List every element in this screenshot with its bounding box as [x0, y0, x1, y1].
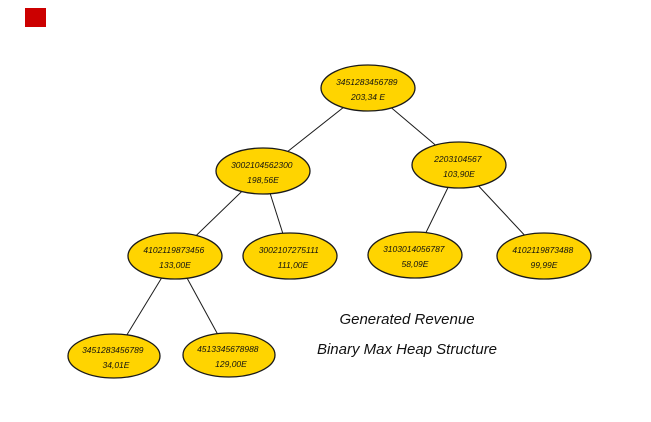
- node-value: 99,99E: [531, 260, 558, 270]
- node-id: 3002107275111: [259, 245, 319, 255]
- heap-node-right-right: 4102119873488 99,99E: [496, 232, 592, 280]
- node-id: 2203104567: [433, 154, 482, 164]
- node-ellipse: [411, 141, 507, 189]
- node-id: 3451283456789: [82, 345, 144, 355]
- node-label: 2203104567 103,90E: [433, 154, 484, 179]
- node-id: 3103014056787: [383, 244, 445, 254]
- node-id: 4102119873456: [143, 245, 204, 255]
- node-label: 4102119873456 133,00E: [143, 245, 206, 270]
- caption-generated-revenue: Generated Revenue: [339, 311, 474, 328]
- node-ellipse: [367, 231, 463, 279]
- node-ellipse: [242, 232, 338, 280]
- node-value: 111,00E: [278, 260, 309, 270]
- node-label: 3451283456789 203,34 E: [336, 77, 400, 102]
- node-ellipse: [496, 232, 592, 280]
- node-label: 3103014056787 58,09E: [383, 244, 447, 269]
- node-id: 4513345678988: [197, 344, 259, 354]
- heap-node-right-left: 3103014056787 58,09E: [367, 231, 463, 279]
- node-label: 3451283456789 34,01E: [82, 345, 146, 370]
- node-value: 129,00E: [215, 359, 247, 369]
- node-label: 4102119873488 99,99E: [512, 245, 575, 270]
- node-label: 3002104562300 198,56E: [231, 160, 295, 185]
- heap-node-root: 3451283456789 203,34 E: [320, 64, 416, 112]
- heap-node-left-left-left: 3451283456789 34,01E: [67, 333, 161, 379]
- node-value: 58,09E: [402, 259, 429, 269]
- node-ellipse: [320, 64, 416, 112]
- node-value: 34,01E: [103, 360, 130, 370]
- node-ellipse: [215, 147, 311, 195]
- heap-node-left-right: 3002107275111 111,00E: [242, 232, 338, 280]
- edges: [113, 87, 545, 357]
- node-id: 3451283456789: [336, 77, 398, 87]
- heap-node-left: 3002104562300 198,56E: [215, 147, 311, 195]
- node-ellipse: [182, 332, 276, 378]
- node-label: 3002107275111 111,00E: [259, 245, 322, 270]
- red-marker: [25, 8, 46, 27]
- heap-node-right: 2203104567 103,90E: [411, 141, 507, 189]
- node-id: 3002104562300: [231, 160, 293, 170]
- node-id: 4102119873488: [512, 245, 573, 255]
- node-value: 103,90E: [443, 169, 475, 179]
- node-value: 198,56E: [247, 175, 279, 185]
- node-label: 4513345678988 129,00E: [197, 344, 261, 369]
- caption-binary-max-heap: Binary Max Heap Structure: [317, 341, 497, 358]
- node-ellipse: [67, 333, 161, 379]
- node-value: 203,34 E: [350, 92, 385, 102]
- heap-node-left-left-right: 4513345678988 129,00E: [182, 332, 276, 378]
- node-value: 133,00E: [159, 260, 191, 270]
- node-ellipse: [127, 232, 223, 280]
- heap-node-left-left: 4102119873456 133,00E: [127, 232, 223, 280]
